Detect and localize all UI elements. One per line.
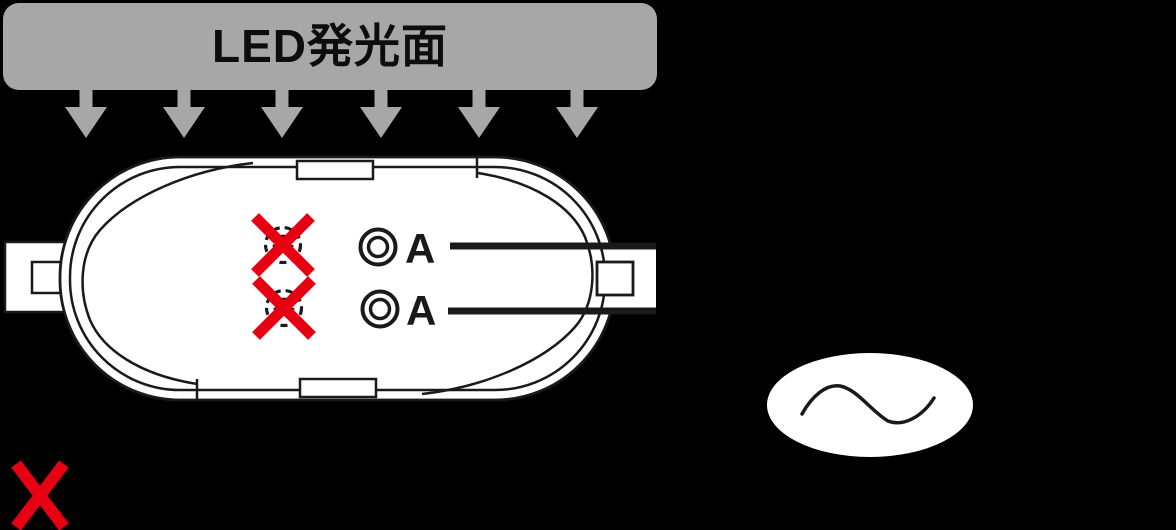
- bottom-notch: [298, 377, 378, 399]
- dashed-circle-inner: [272, 234, 294, 256]
- down-arrow-icon: [65, 89, 107, 138]
- terminal-a-row1: A: [358, 225, 435, 272]
- sine-wave-icon: [800, 384, 936, 425]
- terminal-a-label: A: [405, 225, 435, 272]
- header-background: [3, 3, 657, 90]
- tube-curve-left: [81, 161, 254, 386]
- double-circle-inner: [368, 297, 392, 321]
- light-direction-arrows: [65, 89, 598, 138]
- lamp-outer-outline: [58, 155, 617, 402]
- ac-source-icon: [767, 353, 973, 457]
- dashed-circle-inner: [273, 297, 295, 319]
- top-notch: [295, 159, 375, 181]
- red-x-icon: [251, 213, 315, 277]
- terminal-a-row2: A: [360, 287, 436, 334]
- dashed-circle-icon: [264, 288, 304, 328]
- double-circle-inner: [366, 235, 390, 259]
- prohibition-x-icon: [11, 460, 69, 530]
- down-arrow-icon: [261, 89, 303, 138]
- header-label: LED発光面: [212, 20, 448, 72]
- lamp-base-drawing: [3, 155, 656, 402]
- tube-curve-right: [421, 171, 594, 396]
- down-arrow-icon: [556, 89, 598, 138]
- down-arrow-icon: [458, 89, 500, 138]
- down-arrow-icon: [360, 89, 402, 138]
- red-x-icon: [252, 276, 316, 340]
- header-panel: LED発光面: [3, 3, 657, 90]
- terminal-a-label: A: [406, 287, 436, 334]
- down-arrow-icon: [163, 89, 205, 138]
- prohibited-terminal-row1: [251, 213, 315, 277]
- dashed-circle-icon: [263, 225, 303, 265]
- prohibited-terminal-row2: [252, 276, 316, 340]
- right-tab-slot: [595, 260, 635, 297]
